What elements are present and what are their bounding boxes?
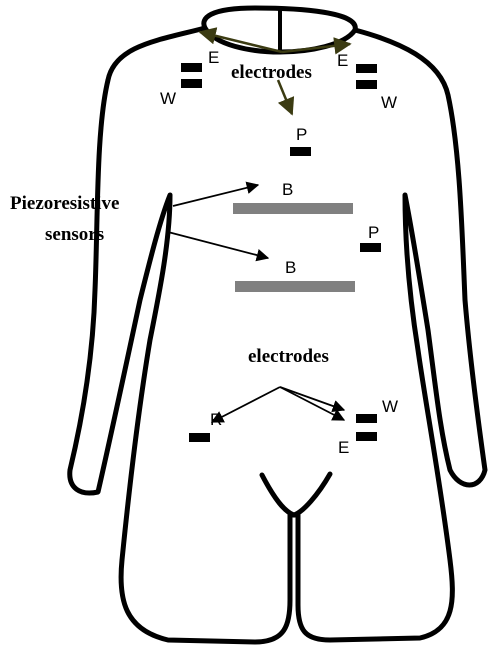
label-e-left-shoulder: E <box>208 48 219 67</box>
right-hip-electrode-w <box>356 414 377 423</box>
arrow-to-lower-band <box>168 232 268 258</box>
label-p-side: P <box>368 223 379 242</box>
label-p-chest: P <box>296 125 307 144</box>
lower-piezo-band <box>235 281 355 292</box>
label-e-right-hip: E <box>338 438 349 457</box>
side-electrode-p <box>360 243 381 252</box>
electrodes-top-label: electrodes <box>231 62 312 83</box>
right-shoulder-electrode-w <box>356 80 377 89</box>
arrow-to-right-hip-a <box>280 387 344 410</box>
crotch-outline <box>262 474 330 515</box>
label-r-left-hip: R <box>210 410 222 429</box>
label-w-right-hip: W <box>382 397 398 416</box>
piezoresistive-label: Piezoresistive <box>10 193 119 214</box>
upper-piezo-band <box>233 203 353 214</box>
right-shoulder-electrode-e <box>356 64 377 73</box>
label-e-right-shoulder: E <box>337 51 348 70</box>
right-hip-electrode-e <box>356 432 377 441</box>
arrow-to-chest <box>278 80 292 114</box>
sensors-label: sensors <box>45 224 104 245</box>
left-shoulder-electrode-w <box>181 79 202 88</box>
label-w-right-shoulder: W <box>381 93 397 112</box>
arrow-to-upper-band <box>173 185 258 206</box>
body-outline <box>70 28 485 642</box>
label-b-upper: B <box>282 180 293 199</box>
left-hip-electrode <box>189 433 210 442</box>
arrow-to-right-hip-b <box>280 387 344 420</box>
electrodes-bottom-label: electrodes <box>248 346 329 367</box>
left-shoulder-electrode-e <box>181 63 202 72</box>
label-w-left-shoulder: W <box>160 89 176 108</box>
label-b-lower: B <box>285 258 296 277</box>
chest-electrode-p <box>290 147 311 156</box>
